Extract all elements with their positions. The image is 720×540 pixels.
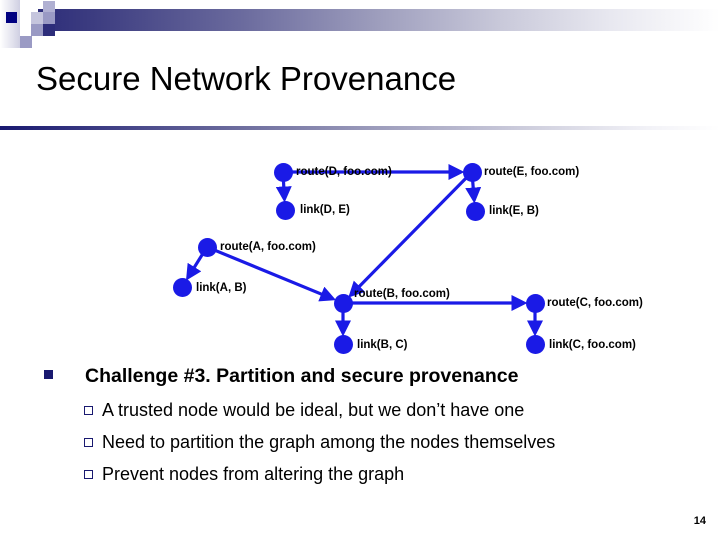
graph-node-label-route-b: route(B, foo.com) xyxy=(354,288,450,300)
graph-node-route-d[interactable] xyxy=(273,162,293,182)
bullet-heading-label: Challenge #3. Partition and secure prove… xyxy=(85,365,519,387)
hollow-square-bullet-icon xyxy=(84,438,93,447)
graph-node-link-cf[interactable] xyxy=(525,334,545,354)
graph-edge-layer xyxy=(185,164,543,337)
sub-bullet-1: A trusted node would be ideal, but we do… xyxy=(84,400,704,421)
graph-node-link-bc[interactable] xyxy=(333,334,353,354)
header-square-g xyxy=(43,24,55,36)
header-square-e xyxy=(43,1,55,12)
graph-node-route-b[interactable] xyxy=(333,293,353,313)
graph-node-route-a[interactable] xyxy=(197,237,217,257)
edge-route-d-to-link-de xyxy=(275,179,292,203)
hollow-square-bullet-icon xyxy=(84,406,93,415)
sub-bullet-3: Prevent nodes from altering the graph xyxy=(84,464,704,485)
header-square-c xyxy=(31,12,43,24)
graph-node-label-link-eb: link(E, B) xyxy=(489,205,539,217)
hollow-square-bullet-icon xyxy=(84,470,93,479)
sub-bullet-1-label: A trusted node would be ideal, but we do… xyxy=(102,400,525,420)
sub-bullet-2-label: Need to partition the graph among the no… xyxy=(102,432,556,452)
graph-node-route-c[interactable] xyxy=(525,293,545,313)
header-fade-decoration xyxy=(0,0,20,48)
edge-route-e-to-link-eb xyxy=(465,179,482,204)
provenance-graph-diagram: route(D, foo.com) link(D, E) route(E, foo.… xyxy=(0,140,720,365)
graph-node-label-link-ab: link(A, B) xyxy=(196,282,247,294)
graph-node-link-de[interactable] xyxy=(275,200,295,220)
graph-node-label-link-bc: link(B, C) xyxy=(357,339,408,351)
graph-node-label-route-d: route(D, foo.com) xyxy=(296,166,392,178)
square-bullet-icon xyxy=(44,370,53,379)
page-number: 14 xyxy=(693,515,706,527)
sub-bullet-3-label: Prevent nodes from altering the graph xyxy=(102,464,405,484)
sub-bullet-2: Need to partition the graph among the no… xyxy=(84,432,704,453)
header-gradient-band xyxy=(38,9,720,31)
graph-node-label-route-e: route(E, foo.com) xyxy=(484,166,580,178)
page-title: Secure Network Provenance xyxy=(36,60,457,97)
header-square-b xyxy=(20,24,31,35)
title-underline-rule xyxy=(0,126,720,130)
bullet-heading: Challenge #3. Partition and secure prove… xyxy=(44,365,684,388)
header-square-d xyxy=(31,24,43,36)
header-square-a xyxy=(6,12,17,23)
graph-node-link-ab[interactable] xyxy=(172,277,192,297)
graph-node-route-e[interactable] xyxy=(462,162,482,182)
header-square-f xyxy=(43,12,55,24)
edge-route-a-to-link-ab xyxy=(185,252,205,281)
edge-route-a-to-route-b xyxy=(213,248,337,302)
graph-node-label-link-de: link(D, E) xyxy=(300,204,350,216)
graph-node-label-link-cf: link(C, foo.com) xyxy=(549,339,636,351)
graph-node-link-eb[interactable] xyxy=(465,201,485,221)
graph-node-label-route-c: route(C, foo.com) xyxy=(547,297,643,309)
edge-route-e-to-route-b xyxy=(348,176,468,298)
graph-node-label-route-a: route(A, foo.com) xyxy=(220,241,316,253)
header-square-h xyxy=(20,36,32,48)
